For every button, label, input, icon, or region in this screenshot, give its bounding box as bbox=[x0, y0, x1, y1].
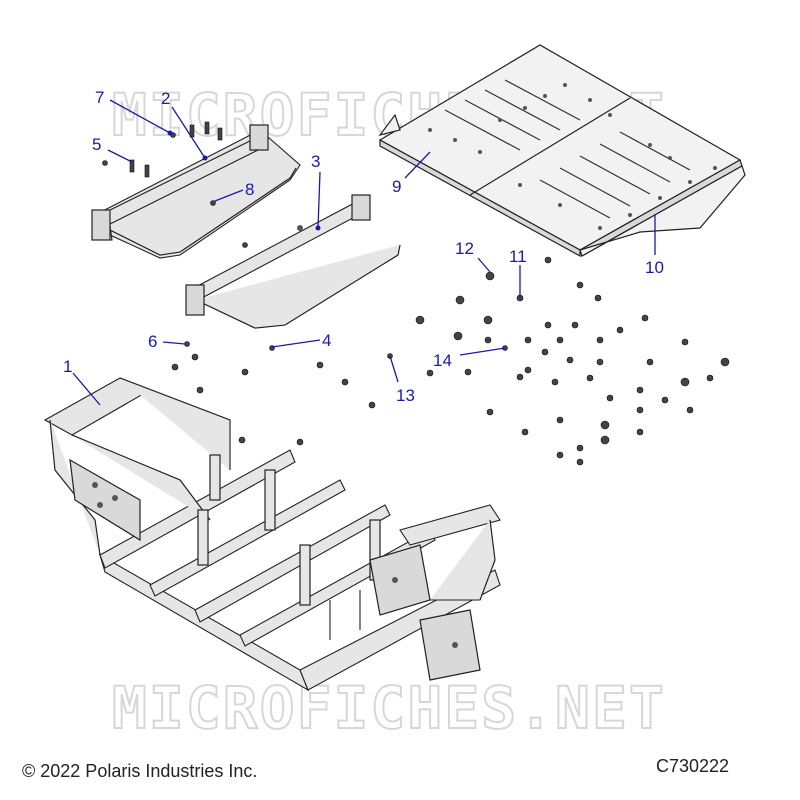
main-chassis-frame bbox=[43, 377, 501, 692]
diagram-code: C730222 bbox=[656, 756, 730, 776]
callout-5: 5 bbox=[92, 135, 101, 154]
callout-14: 14 bbox=[433, 351, 452, 370]
callout-8: 8 bbox=[245, 180, 254, 199]
seat-frame-lower bbox=[185, 194, 401, 329]
callout-1: 1 bbox=[63, 357, 72, 376]
callout-10: 10 bbox=[645, 258, 664, 277]
callout-2: 2 bbox=[161, 89, 170, 108]
floor-panel-assembly bbox=[378, 44, 746, 258]
callout-12: 12 bbox=[455, 239, 474, 258]
fastener-hardware bbox=[102, 121, 730, 466]
watermark-bottom: MICROFICHES.NET bbox=[112, 674, 666, 742]
callout-6: 6 bbox=[148, 332, 157, 351]
seat-frame-upper bbox=[91, 124, 301, 259]
callout-11: 11 bbox=[509, 247, 527, 266]
callout-9: 9 bbox=[392, 177, 401, 196]
callout-7: 7 bbox=[95, 88, 104, 107]
callout-labels: 1 2 3 4 5 6 7 8 9 10 11 12 13 14 bbox=[63, 88, 664, 405]
callout-leaders bbox=[72, 99, 656, 406]
callout-3: 3 bbox=[311, 152, 320, 171]
callout-13: 13 bbox=[396, 386, 415, 405]
callout-4: 4 bbox=[322, 331, 331, 350]
copyright-text: © 2022 Polaris Industries Inc. bbox=[22, 761, 258, 781]
